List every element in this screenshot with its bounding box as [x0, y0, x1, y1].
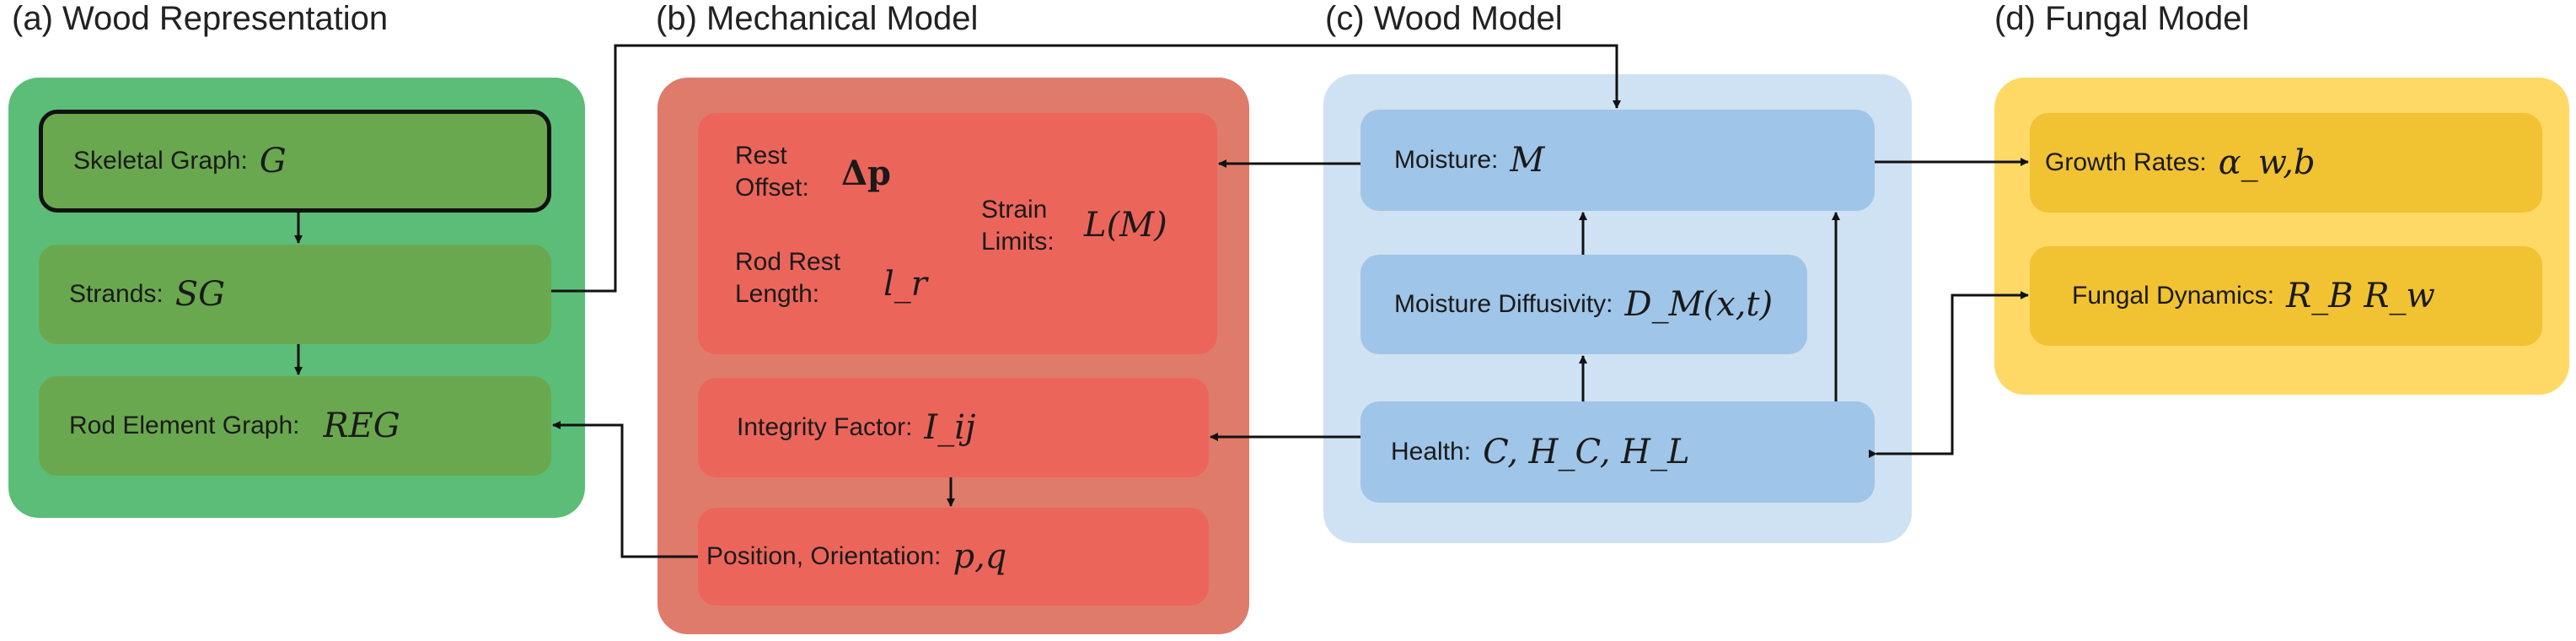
growth-rates-label: Growth Rates: — [2045, 148, 2207, 176]
section-title-wood-model: (c) Wood Model — [1325, 0, 1563, 37]
rod-element-graph-box[interactable]: Rod Element Graph: REG — [39, 376, 551, 476]
rod-rest-length-label-line1: Rod Rest — [735, 248, 841, 276]
health-symbol: C, H_C, H_L — [1483, 433, 1690, 471]
rest-offset-symbol: Δp — [841, 154, 892, 193]
section-title-wood-representation: (a) Wood Representation — [12, 0, 389, 37]
fungal-dynamics-symbol: R_B R_w — [2286, 277, 2435, 315]
strain-limits-symbol: L(M) — [1084, 206, 1167, 245]
rod-element-graph-label: Rod Element Graph: — [69, 412, 300, 439]
health-box[interactable]: Health: C, H_C, H_L — [1360, 401, 1875, 503]
rod-rest-length-symbol: l_r — [883, 265, 927, 304]
position-orientation-symbol: p,q — [953, 537, 1007, 576]
rod-rest-length-label-line2: Length: — [735, 280, 820, 308]
rest-offset-label-line2: Offset: — [735, 174, 809, 202]
fungal-dynamics-box[interactable]: Fungal Dynamics: R_B R_w — [2030, 246, 2542, 346]
strands-box[interactable]: Strands: SG — [39, 245, 551, 344]
rest-offset-label-line1: Rest — [735, 142, 787, 170]
integrity-factor-box[interactable]: Integrity Factor: I_ij — [698, 378, 1209, 477]
skeletal-graph-symbol: G — [259, 142, 287, 180]
position-orientation-box[interactable]: Position, Orientation: p,q — [698, 508, 1209, 606]
health-label: Health: — [1391, 438, 1472, 466]
rod-element-graph-symbol: REG — [323, 407, 400, 445]
fungal-dynamics-label: Fungal Dynamics: — [2072, 282, 2275, 310]
arrow-fungal-health-bidirectional — [1869, 291, 2029, 458]
moisture-diffusivity-label: Moisture Diffusivity: — [1394, 290, 1613, 318]
moisture-label: Moisture: — [1394, 146, 1499, 174]
arrow-position-to-reg — [552, 421, 698, 558]
integrity-factor-label: Integrity Factor: — [737, 413, 913, 441]
growth-rates-symbol: α_w,b — [2218, 143, 2316, 182]
strands-label: Strands: — [69, 280, 164, 308]
moisture-diffusivity-symbol: D_M(x,t) — [1624, 285, 1774, 324]
moisture-symbol: M — [1510, 141, 1545, 180]
section-title-mechanical-model: (b) Mechanical Model — [656, 0, 979, 37]
section-title-fungal-model: (d) Fungal Model — [1994, 0, 2250, 37]
rest-params-box[interactable]: Rest Offset: Δp Strain Limits: L(M) Rod … — [698, 113, 1217, 354]
strain-limits-label-line2: Limits: — [981, 228, 1055, 256]
strain-limits-label-line1: Strain — [981, 196, 1048, 224]
arrow-strands-to-moisture — [551, 44, 1621, 293]
skeletal-graph-label: Skeletal Graph: — [73, 147, 248, 175]
moisture-box[interactable]: Moisture: M — [1360, 110, 1875, 211]
growth-rates-box[interactable]: Growth Rates: α_w,b — [2030, 113, 2542, 213]
moisture-diffusivity-box[interactable]: Moisture Diffusivity: D_M(x,t) — [1360, 255, 1807, 354]
strands-symbol: SG — [174, 275, 226, 314]
position-orientation-label: Position, Orientation: — [706, 542, 942, 570]
skeletal-graph-box[interactable]: Skeletal Graph: G — [39, 110, 551, 213]
integrity-factor-symbol: I_ij — [924, 408, 976, 447]
